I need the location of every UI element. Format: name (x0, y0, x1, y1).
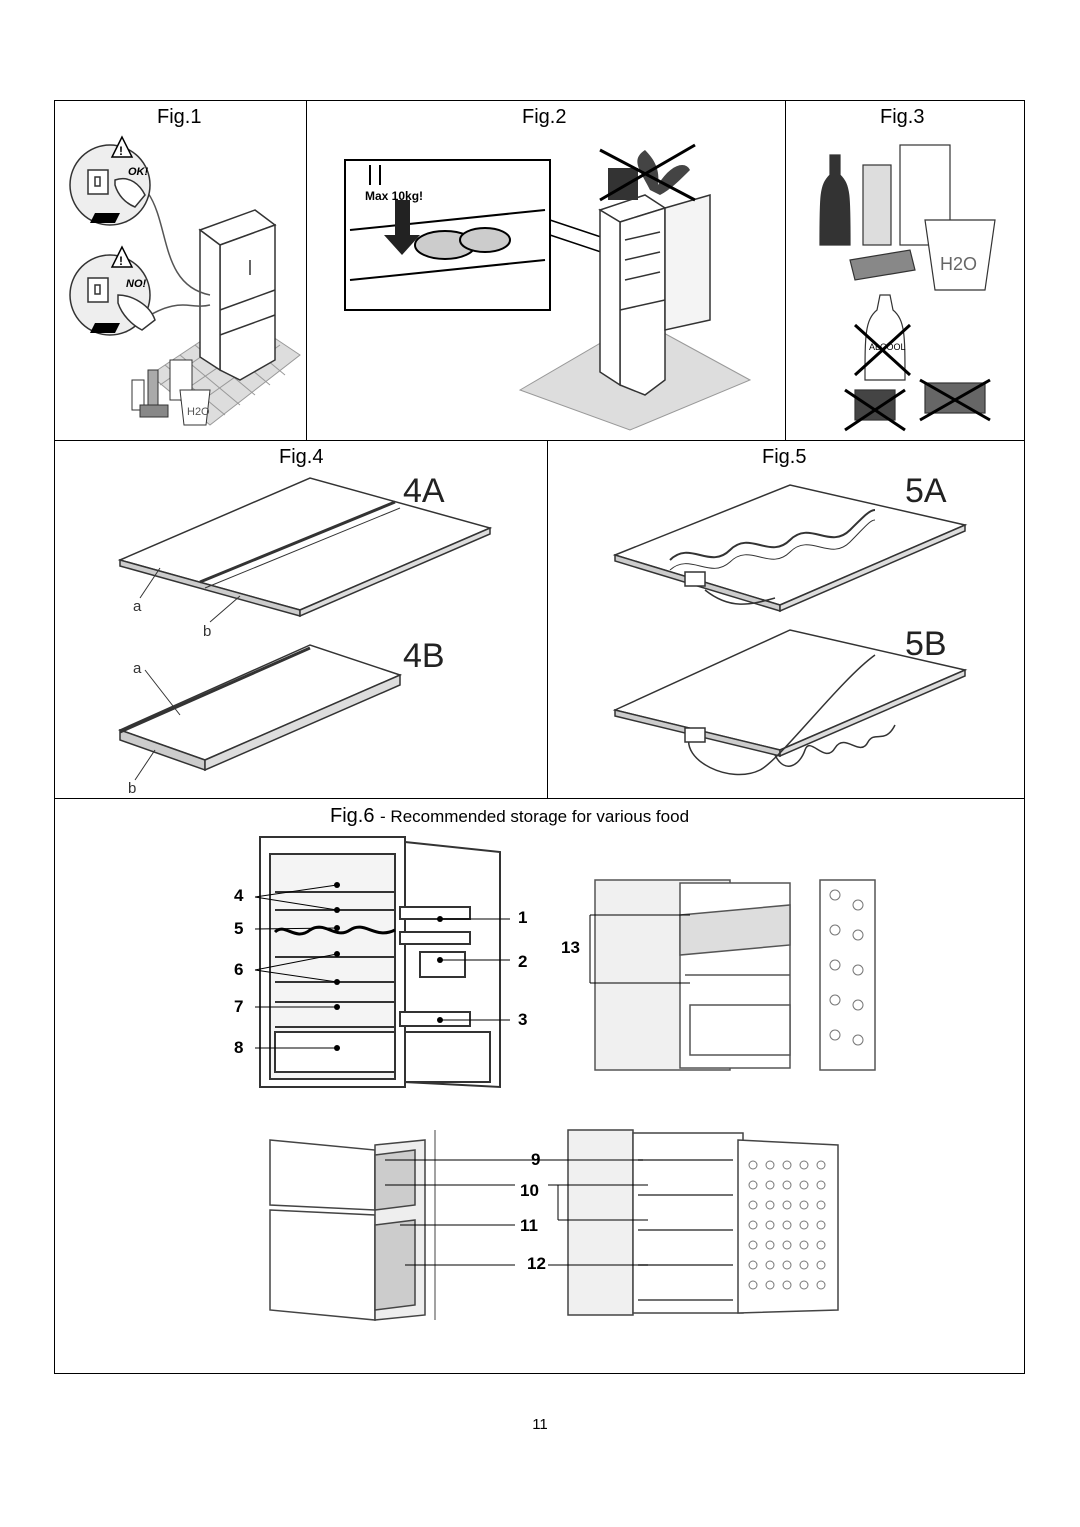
fig4b-part-a-label: a (133, 660, 142, 677)
glass-shelf-split-icon (117, 477, 493, 618)
fig4-title: Fig.4 (279, 446, 324, 468)
fig4-illustration (117, 477, 493, 781)
down-arrow-icon (384, 200, 420, 255)
compartment-number-12: 12 (527, 1254, 546, 1273)
fig4a-part-b-label: b (203, 623, 212, 640)
fig6-title-label: Fig.6 (330, 805, 375, 827)
fridge-door-shelves-illustration (589, 879, 876, 1071)
fig3-illustration: H2O ALCOOL (819, 144, 996, 432)
compartment-number-9: 9 (531, 1150, 541, 1169)
fig1-title: Fig.1 (157, 106, 202, 128)
fig3-title: Fig.3 (880, 106, 925, 128)
fig2-title: Fig.2 (522, 106, 567, 128)
glass-shelf-single-icon (117, 644, 403, 772)
fig5-title: Fig.5 (762, 446, 807, 468)
compartment-number-7: 7 (234, 997, 244, 1016)
compartment-number-5: 5 (234, 919, 244, 938)
warning-triangle-icon (110, 135, 134, 158)
fig4b-part-b-label: b (128, 780, 137, 797)
fig4b-label: 4B (403, 637, 445, 675)
shelf-zoom-icon (344, 159, 551, 311)
compartment-number-8: 8 (234, 1038, 244, 1057)
no-circle-icon (69, 254, 156, 336)
fig5a-label: 5A (905, 472, 947, 510)
freezer-drawers-illustration (269, 1130, 565, 1321)
cleaning-products-icon (819, 144, 996, 291)
ok-circle-icon (69, 144, 151, 226)
compartment-number-4: 4 (234, 886, 244, 905)
fig1-illustration: ! OK! ! NO! H2O (69, 135, 301, 426)
warning-exclamation-icon: ! (119, 254, 123, 268)
plant-icon (637, 150, 690, 195)
fig5-illustration (612, 484, 968, 776)
warning-exclamation-icon: ! (119, 144, 123, 158)
door-dimples-icon (829, 889, 864, 1046)
fig5b-label: 5B (905, 625, 947, 663)
compartment-number-3: 3 (518, 1010, 528, 1029)
compartment-number-1: 1 (518, 908, 528, 927)
fridge-open-icon (598, 194, 711, 396)
fig6-subtitle: - Recommended storage for various food (380, 807, 690, 826)
compartment-number-11: 11 (520, 1216, 538, 1235)
page-number: 11 (532, 1416, 548, 1433)
warning-triangle-icon (110, 245, 134, 268)
max-weight-label: Max 10kg! (365, 189, 423, 203)
water-label: H2O (187, 406, 210, 418)
box-icon (608, 168, 638, 200)
freezer-open-illustration (548, 1129, 839, 1316)
door-dimples-icon (748, 1160, 826, 1290)
ok-label: OK! (128, 166, 149, 178)
fig6-title: Fig.6 - Recommended storage for various … (330, 805, 689, 828)
fig2-illustration: Max 10kg! (344, 143, 752, 431)
compartment-number-13: 13 (561, 938, 580, 957)
fig4a-label: 4A (403, 472, 445, 510)
compartment-number-2: 2 (518, 952, 528, 971)
fridge-icon (198, 209, 277, 381)
no-label: NO! (126, 278, 147, 290)
compartment-number-10: 10 (520, 1181, 539, 1200)
water-label: H2O (940, 254, 977, 274)
prohibited-cross-icon (599, 148, 696, 202)
wine-rack-shelf-icon (612, 484, 968, 613)
fig6-panel (54, 798, 1025, 1374)
fridge-compartments-illustration (254, 836, 510, 1089)
fig4a-part-a-label: a (133, 598, 142, 615)
wine-rack-shelf-folded-icon (612, 629, 968, 776)
cleaning-products-icon (131, 359, 211, 426)
compartment-number-6: 6 (234, 960, 244, 979)
